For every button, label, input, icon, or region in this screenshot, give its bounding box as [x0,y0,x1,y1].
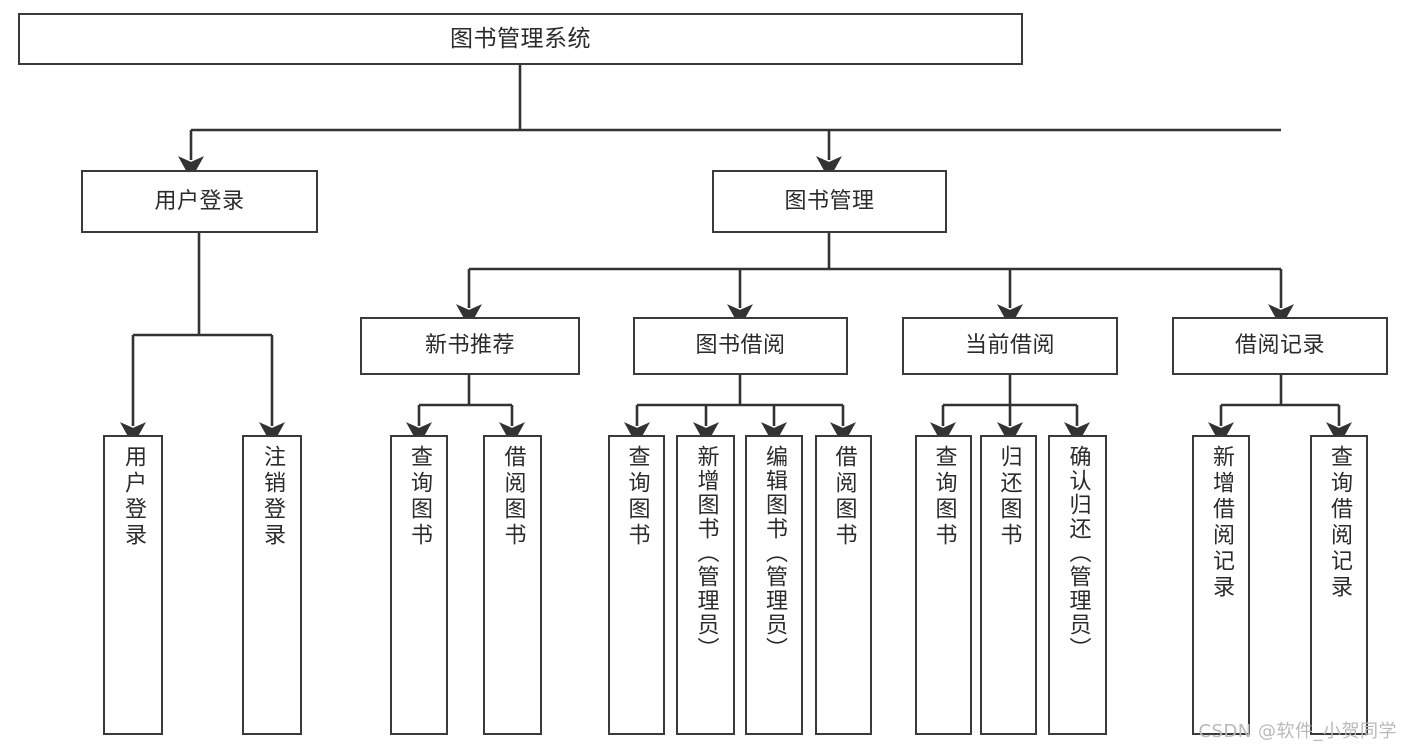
node-leaf-query-book-2[interactable]: 查询图书 [608,435,665,735]
node-leaf-query-book-1-label: 查询图书 [407,445,432,549]
node-borrow-record[interactable]: 借阅记录 [1172,317,1388,375]
node-book-management[interactable]: 图书管理 [712,170,947,233]
node-new-book-recommend[interactable]: 新书推荐 [360,317,580,375]
node-leaf-confirm-return[interactable]: 确认归还（管理员） [1048,435,1107,735]
node-borrow-record-label: 借阅记录 [1234,333,1325,359]
node-leaf-borrow-book-1[interactable]: 借阅图书 [483,435,542,735]
node-book-borrow-label: 图书借阅 [695,333,786,359]
node-current-borrow[interactable]: 当前借阅 [902,317,1118,375]
node-leaf-add-record[interactable]: 新增借阅记录 [1192,435,1250,735]
node-root[interactable]: 图书管理系统 [18,13,1023,65]
node-user-login-label: 用户登录 [154,188,245,214]
node-leaf-query-book-3-label: 查询图书 [931,445,957,549]
node-leaf-query-record-label: 查询借阅记录 [1327,445,1352,601]
node-leaf-add-record-label: 新增借阅记录 [1209,445,1234,601]
node-leaf-user-logout-label: 注销登录 [260,445,285,549]
node-leaf-edit-book-label: 编辑图书（管理员） [762,445,787,661]
watermark-text: CSDN @软件_小贺同学 [1198,721,1397,742]
node-leaf-query-record[interactable]: 查询借阅记录 [1310,435,1368,735]
node-leaf-add-book-label: 新增图书（管理员） [693,445,719,661]
node-leaf-return-book[interactable]: 归还图书 [980,435,1037,735]
node-leaf-return-book-label: 归还图书 [996,445,1022,549]
node-root-label: 图书管理系统 [450,25,591,52]
node-leaf-user-logout[interactable]: 注销登录 [242,435,302,735]
node-leaf-query-book-2-label: 查询图书 [624,445,650,549]
node-leaf-query-book-1[interactable]: 查询图书 [390,435,448,735]
node-leaf-query-book-3[interactable]: 查询图书 [915,435,972,735]
node-leaf-borrow-book-2[interactable]: 借阅图书 [815,435,872,735]
node-book-borrow[interactable]: 图书借阅 [633,317,848,375]
node-leaf-add-book[interactable]: 新增图书（管理员） [676,435,735,735]
node-leaf-borrow-book-1-label: 借阅图书 [500,445,526,549]
node-leaf-user-login-label: 用户登录 [121,445,146,549]
node-leaf-borrow-book-2-label: 借阅图书 [831,445,857,549]
node-leaf-edit-book[interactable]: 编辑图书（管理员） [745,435,803,735]
node-new-book-recommend-label: 新书推荐 [424,333,515,359]
node-current-borrow-label: 当前借阅 [964,333,1055,359]
node-leaf-user-login[interactable]: 用户登录 [103,435,163,735]
node-leaf-confirm-return-label: 确认归还（管理员） [1065,445,1091,661]
node-book-management-label: 图书管理 [784,188,875,214]
node-user-login[interactable]: 用户登录 [81,170,318,233]
